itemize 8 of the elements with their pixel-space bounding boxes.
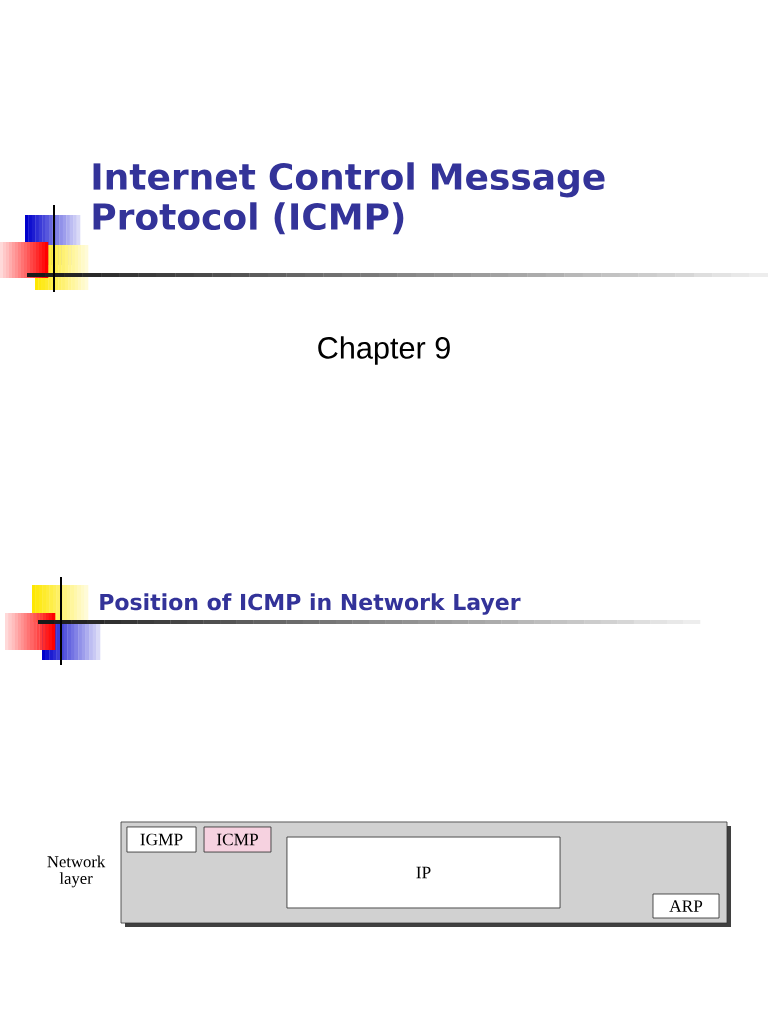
subtitle: Chapter 9 [318,336,450,365]
protocol-box: IGMP [126,826,197,853]
protocol-box: IP [286,836,561,909]
layer-label: Network layer [47,855,106,888]
slide-heading: Position of ICMP in Network Layer [100,593,521,615]
slide-title: Internet Control Message Protocol (ICMP) [93,162,605,235]
protocol-box: ICMP [203,826,272,853]
protocol-box: ARP [652,893,720,919]
